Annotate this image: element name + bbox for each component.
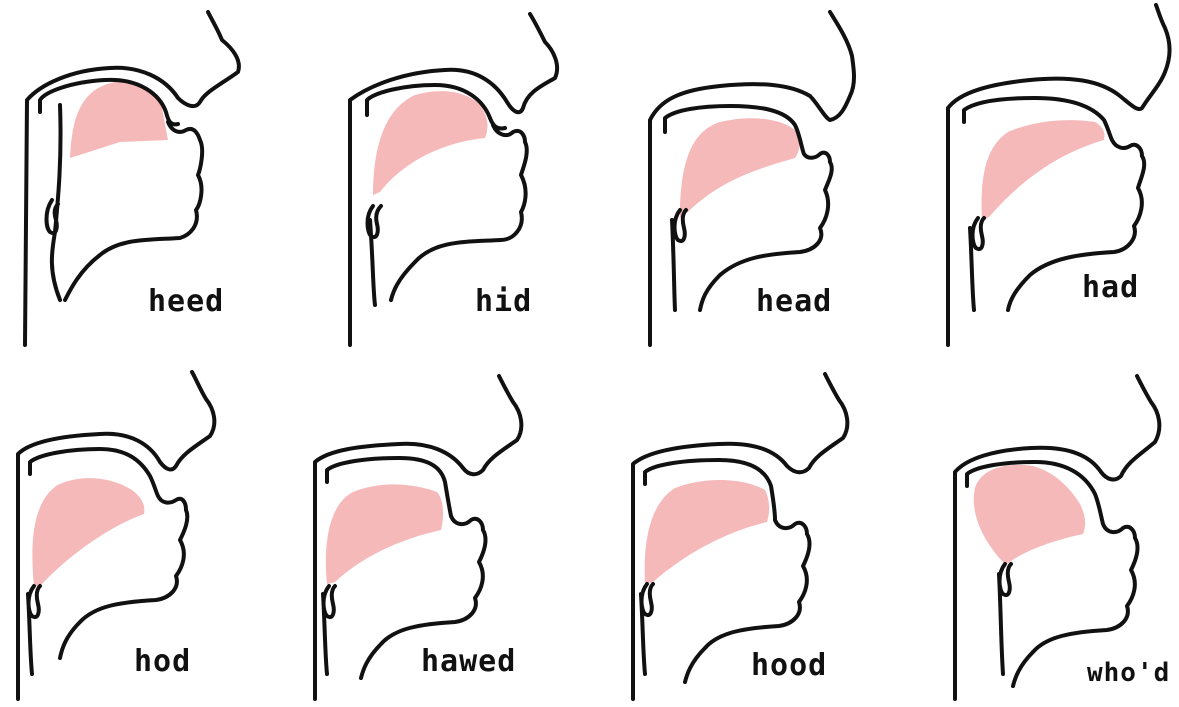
word-label-hid: hid: [475, 284, 532, 319]
vocal-tract-had: [920, 0, 1179, 353]
word-label-heed: heed: [148, 284, 224, 319]
tongue-region-hid: [373, 91, 487, 195]
panel-had: had: [920, 0, 1179, 353]
panel-hood: hood: [615, 354, 910, 707]
panel-hod: hod: [0, 354, 295, 707]
word-label-head: head: [756, 284, 832, 319]
word-label-hod: hod: [134, 644, 191, 679]
panel-head: head: [620, 0, 915, 353]
word-label-had: had: [1082, 270, 1139, 305]
tongue-region-whod: [974, 465, 1085, 564]
vocal-tract-whod: [915, 354, 1179, 707]
tongue-region-hood: [645, 480, 770, 584]
tongue-region-hawed: [326, 484, 443, 584]
tongue-region-head: [680, 118, 800, 218]
tongue-region-hod: [32, 478, 144, 586]
panel-hawed: hawed: [295, 354, 590, 707]
word-label-hood: hood: [751, 648, 827, 683]
panel-whod: who'd: [915, 354, 1179, 707]
panel-hid: hid: [325, 0, 620, 353]
panel-heed: heed: [0, 0, 295, 353]
tongue-region-had: [982, 120, 1105, 222]
vocal-tract-hid: [325, 0, 620, 353]
word-label-whod: who'd: [1087, 658, 1170, 688]
word-label-hawed: hawed: [421, 644, 516, 679]
